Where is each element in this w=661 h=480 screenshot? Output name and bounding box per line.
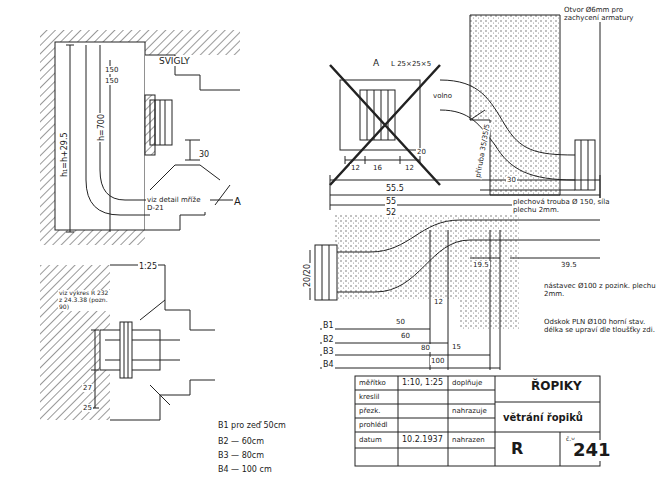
dimension: 150 xyxy=(104,77,119,85)
drawing-label: nástavec Ø100 z pozink. plechu 2mm. xyxy=(543,282,657,298)
drawing-label: B1 xyxy=(322,321,335,330)
drawing-label: Otvor Ø6mm pro zachycení armatury xyxy=(563,6,657,22)
drawing-label: 60 xyxy=(400,332,411,340)
drawing-label: Odskok PLN Ø100 horní stav. délka se upr… xyxy=(543,318,657,334)
drawing-label: příruba 35/35/5 xyxy=(474,122,492,179)
dimension: 150 xyxy=(104,66,119,74)
title-block-cell: nahrazuje xyxy=(451,407,488,415)
drawing-label: 20 xyxy=(416,148,427,156)
drawing-label: 50 xyxy=(395,318,406,326)
dimension: 30 xyxy=(198,150,210,159)
drawing-label: B3 — 80cm xyxy=(217,451,265,460)
drawing-label: viz výkres R 232 z 24.3.38 (pozn. 90) xyxy=(58,290,112,311)
drawing-label: B2 — 60cm xyxy=(217,437,265,446)
drawing-label: 12 xyxy=(350,164,361,172)
title-block-cell: 10.2.1937 xyxy=(401,435,444,444)
drawing-label: 39.5 xyxy=(560,261,578,269)
title-block-cell: 1:10, 1:25 xyxy=(401,378,444,387)
drawing-label: 12 xyxy=(404,164,415,172)
drawing-label: 52 xyxy=(385,208,397,217)
dimension: h₁=h+29.5 xyxy=(60,131,69,178)
drawing-label: B1 pro zeď 50cm xyxy=(217,421,287,430)
section-mark: A xyxy=(233,196,242,208)
drawing-label: 80 xyxy=(420,344,431,352)
drawing-label: A xyxy=(372,58,380,68)
dimension: h=700 xyxy=(97,113,106,142)
view-label: SVIGLY xyxy=(158,56,191,66)
title-block-cell: větrání řopiků xyxy=(502,412,584,424)
title-block-cell: nahrazen xyxy=(451,436,486,444)
drawing-label: L 25×25×5 xyxy=(390,60,432,68)
drawing-label: 19.5 xyxy=(472,261,490,269)
drawing-label: 25 xyxy=(82,404,93,412)
title-block-cell: ŘOPIKY xyxy=(530,380,583,394)
drawing-label: 20/20 xyxy=(303,263,312,288)
title-block-cell: R xyxy=(510,440,524,458)
drawing-label: B3 xyxy=(322,347,335,356)
note: viz detail mříže D-21 xyxy=(146,196,210,212)
drawing-label: B4 xyxy=(322,360,335,369)
title-block-cell: 241 xyxy=(572,440,612,461)
title-block-cell: datum xyxy=(358,436,383,444)
drawing-label: B4 — 100 cm xyxy=(217,465,273,474)
title-block-cell: prohlédl xyxy=(358,421,389,429)
title-block-cell: doplňuje xyxy=(451,379,483,387)
drawing-label: 12 xyxy=(433,298,444,306)
drawing-label: volno xyxy=(432,92,453,100)
drawing-label: 27 xyxy=(82,384,93,392)
drawing-label: 55 xyxy=(385,197,397,206)
scale: 1:25 xyxy=(138,262,158,271)
drawing-label: 16 xyxy=(372,164,383,172)
drawing-label: 15 xyxy=(451,343,462,351)
title-block-cell: přezk. xyxy=(358,407,381,415)
drawing-label: 55.5 xyxy=(385,184,405,193)
title-block-cell: měřítko xyxy=(358,379,387,387)
drawing-label: 30 xyxy=(506,176,517,184)
drawing-label: plechová trouba Ø 150, síla plechu 2mm. xyxy=(512,198,636,214)
title-block-cell: kreslil xyxy=(358,393,381,401)
drawing-label: 100 xyxy=(430,357,445,365)
drawing-label: B2 xyxy=(322,335,335,344)
